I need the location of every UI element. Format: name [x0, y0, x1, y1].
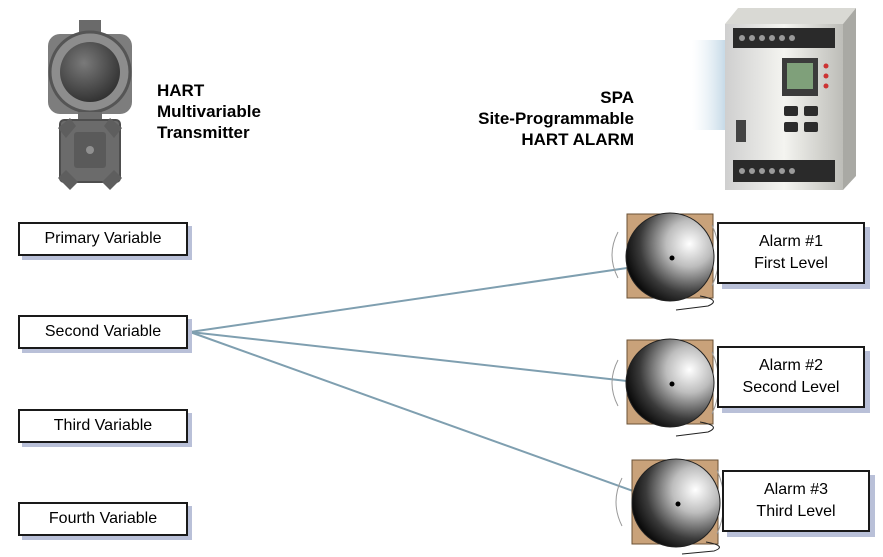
alarm-bell-1	[611, 212, 720, 311]
alarm-2-level: Second Level	[742, 379, 840, 396]
primary-variable-box: Primary Variable	[18, 222, 188, 256]
alarm-bell-2	[611, 338, 720, 437]
alarm-3-title: Alarm #3	[763, 481, 829, 498]
spa-device-image	[692, 8, 856, 190]
transmitter-caption-line-2: Multivariable	[157, 102, 261, 121]
alarm-2-box: Alarm #2 Second Level	[717, 346, 865, 408]
connection-lines	[189, 267, 637, 493]
transmitter-caption: HART Multivariable Transmitter	[157, 80, 261, 143]
connection-line-alarm-2	[189, 331, 628, 382]
spa-caption-line-3: HART ALARM	[521, 130, 634, 149]
alarm-1-level: First Level	[754, 255, 828, 272]
transmitter-caption-line-1: HART	[157, 81, 205, 100]
fourth-variable-box: Fourth Variable	[18, 502, 188, 536]
transmitter-device-image	[48, 20, 132, 190]
alarm-2-title: Alarm #2	[758, 357, 824, 374]
connection-line-alarm-1	[189, 267, 628, 333]
third-variable-box: Third Variable	[18, 409, 188, 443]
transmitter-caption-line-3: Transmitter	[157, 123, 250, 142]
spa-caption: SPA Site-Programmable HART ALARM	[478, 87, 634, 150]
alarm-1-title: Alarm #1	[758, 233, 824, 250]
alarm-3-box: Alarm #3 Third Level	[722, 470, 870, 532]
alarm-bell-3	[615, 458, 725, 555]
second-variable-box: Second Variable	[18, 315, 188, 349]
spa-caption-line-2: Site-Programmable	[478, 109, 634, 128]
spa-caption-line-1: SPA	[600, 88, 634, 107]
alarm-1-box: Alarm #1 First Level	[717, 222, 865, 284]
connection-line-alarm-3	[189, 331, 637, 493]
alarm-3-level: Third Level	[756, 503, 836, 520]
